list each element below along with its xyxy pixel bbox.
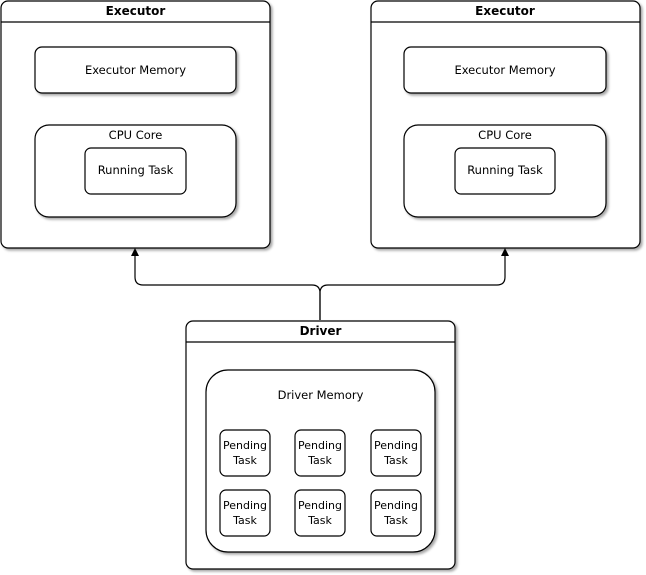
pending-task-box (294, 489, 346, 537)
executor-right-title: Executor (475, 4, 535, 18)
pending-task-label-line1: Pending (223, 499, 267, 512)
executor-left-cpu-core-label: CPU Core (109, 128, 163, 142)
pending-task-box (370, 489, 422, 537)
executor-right-memory-label: Executor Memory (454, 63, 555, 77)
pending-task: Pending Task (370, 489, 422, 537)
pending-task-label-line2: Task (383, 454, 408, 467)
pending-task-label-line2: Task (232, 514, 257, 527)
pending-task-label-line1: Pending (374, 439, 418, 452)
pending-task-box (219, 489, 271, 537)
executor-right: Executor Executor Memory CPU Core Runnin… (370, 0, 641, 249)
executor-left-memory-label: Executor Memory (85, 63, 186, 77)
pending-task-box (219, 429, 271, 477)
pending-task-label-line1: Pending (298, 439, 342, 452)
pending-task-label-line2: Task (383, 514, 408, 527)
executor-left-title: Executor (106, 4, 166, 18)
pending-task-label-line1: Pending (223, 439, 267, 452)
connectors (131, 248, 509, 320)
executor-left-memory-box (34, 46, 237, 94)
pending-task: Pending Task (219, 429, 271, 477)
executor-right-memory-box (403, 46, 607, 94)
pending-task-label-line1: Pending (298, 499, 342, 512)
driver-memory-label: Driver Memory (278, 388, 364, 402)
executor-right-running-task (454, 147, 556, 195)
connector-driver-to-executor-right (319, 248, 509, 320)
executor-left: Executor Executor Memory CPU Core Runnin… (0, 0, 271, 249)
pending-task-label-line2: Task (232, 454, 257, 467)
pending-task-box (294, 429, 346, 477)
pending-task-box (370, 429, 422, 477)
pending-task: Pending Task (294, 489, 346, 537)
pending-task: Pending Task (219, 489, 271, 537)
pending-task: Pending Task (370, 429, 422, 477)
pending-task-label-line2: Task (307, 514, 332, 527)
pending-task: Pending Task (294, 429, 346, 477)
executor-left-running-task-label: Running Task (98, 163, 174, 177)
executor-right-running-task-label: Running Task (467, 163, 543, 177)
pending-task-label-line1: Pending (374, 499, 418, 512)
pending-task-label-line2: Task (307, 454, 332, 467)
executor-left-running-task (84, 147, 187, 195)
driver: Driver Driver Memory Pending Task Pendin… (185, 320, 456, 570)
connector-driver-to-executor-left (131, 248, 321, 320)
executor-right-cpu-core-label: CPU Core (478, 128, 532, 142)
driver-title: Driver (300, 324, 342, 338)
